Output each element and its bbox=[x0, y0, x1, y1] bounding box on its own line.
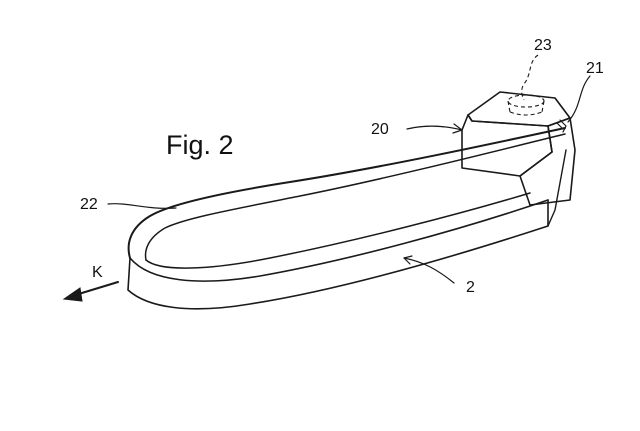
label-housing: 20 bbox=[371, 121, 389, 138]
housing-block bbox=[461, 91, 576, 206]
label-edge: 21 bbox=[586, 60, 604, 77]
leader-lines bbox=[107, 54, 591, 284]
strap-loop bbox=[127, 127, 567, 310]
direction-arrow bbox=[62, 281, 119, 302]
label-loop-end: 22 bbox=[80, 196, 98, 213]
label-hidden-part: 23 bbox=[534, 37, 552, 54]
label-strap: 2 bbox=[466, 279, 475, 296]
label-direction: K bbox=[92, 264, 103, 281]
figure-title: Fig. 2 bbox=[166, 130, 234, 160]
